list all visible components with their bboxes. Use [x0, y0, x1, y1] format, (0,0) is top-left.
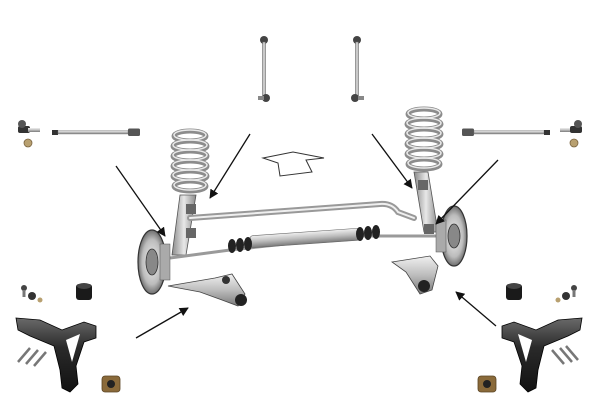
stabilizer-link-right-icon	[351, 36, 364, 102]
tie-rod-right-icon	[462, 128, 550, 136]
bushing-right-icon	[506, 283, 522, 300]
forward-direction-arrow-icon	[261, 151, 325, 177]
steering-rack-icon	[169, 225, 440, 260]
bolts-right-icon	[551, 345, 579, 365]
bolts-left-icon	[17, 347, 47, 367]
coil-spring-left-icon	[170, 128, 210, 194]
lower-control-arm-mounted-left-icon	[167, 273, 247, 307]
stabilizer-link-left-icon	[258, 36, 270, 102]
tie-rod-end-right-icon	[560, 120, 582, 148]
bushing-bronze-left-icon	[101, 375, 121, 393]
lower-control-arm-left-icon	[15, 317, 97, 393]
stabilizer-bar-icon	[187, 200, 417, 221]
ball-joint-right-icon	[555, 285, 577, 303]
pointer-arrow-icon	[371, 133, 413, 189]
pointer-arrow-icon	[209, 133, 251, 199]
lower-control-arm-mounted-right-icon	[390, 255, 439, 295]
strut-left-icon	[171, 194, 197, 256]
tie-rod-left-icon	[52, 128, 140, 136]
bushing-left-icon	[76, 283, 92, 300]
pointer-arrow-icon	[115, 165, 166, 237]
lower-control-arm-right-icon	[501, 317, 583, 393]
bushing-bronze-right-icon	[477, 375, 497, 393]
strut-right-icon	[413, 171, 439, 234]
coil-spring-right-icon	[404, 106, 444, 172]
ball-joint-left-icon	[21, 285, 43, 303]
pointer-arrow-icon	[455, 291, 497, 327]
pointer-arrows	[115, 133, 499, 339]
brake-disc-right-icon	[435, 205, 468, 267]
brake-disc-left-icon	[137, 229, 171, 295]
pointer-arrow-icon	[135, 307, 189, 339]
pointer-arrow-icon	[435, 159, 499, 225]
tie-rod-end-left-icon	[18, 120, 40, 148]
